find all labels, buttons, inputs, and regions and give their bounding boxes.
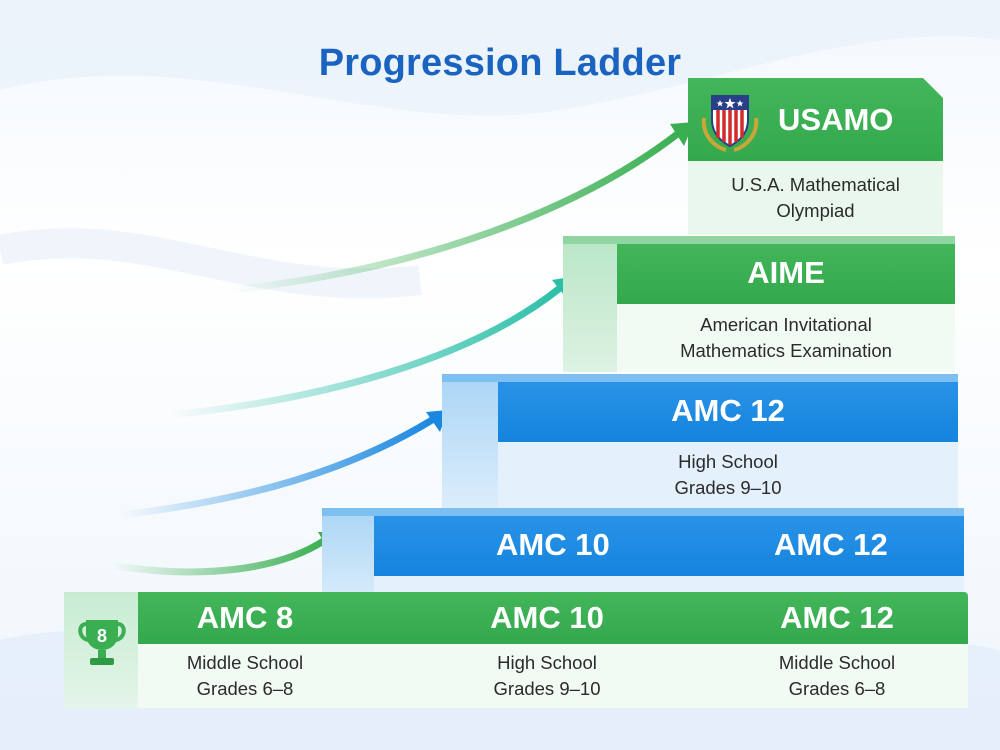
page-title: Progression Ladder	[318, 42, 682, 84]
row2-side-face	[322, 508, 374, 598]
base-cell-amc12: AMC 12 Middle School Grades 6–8	[734, 592, 940, 708]
row2-header: AMC 10 AMC 12	[374, 514, 964, 576]
amc12-base-desc-line1: Middle School	[778, 652, 896, 673]
amc8-desc-line2: Grades 6–8	[196, 678, 294, 699]
tier-usamo: USAMO U.S.A. Mathematical Olympiad	[688, 78, 943, 235]
tier-aime: AIME American Invitational Mathematics E…	[563, 236, 955, 372]
amc12-top-face	[442, 374, 958, 382]
trophy-icon: 8	[74, 612, 130, 668]
amc10-desc-line1: High School	[497, 652, 597, 673]
aime-desc-line1: American Invitational	[700, 314, 872, 335]
usamo-header: USAMO	[688, 78, 943, 161]
tier-amc10-amc12: AMC 10 AMC 12	[322, 508, 964, 598]
amc10-desc-line2: Grades 9–10	[493, 678, 601, 699]
aime-desc-line2: Mathematics Examination	[680, 340, 892, 361]
shield-icon	[700, 88, 760, 154]
base-cell-amc8: AMC 8 Middle School Grades 6–8	[138, 592, 352, 708]
row2-top-face	[322, 508, 964, 516]
amc12-description: High School Grades 9–10	[498, 442, 958, 508]
arrow-icon	[116, 410, 448, 519]
amc12-side-face	[442, 374, 498, 508]
row2-col2-title: AMC 12	[774, 527, 888, 562]
amc10-title: AMC 10	[490, 600, 604, 635]
usamo-title: USAMO	[778, 101, 894, 137]
tier-base: 8 AMC 8 Middle School Grades 6–8 AMC 10 …	[64, 592, 968, 708]
aime-description: American Invitational Mathematics Examin…	[617, 304, 955, 372]
usamo-desc-line1: U.S.A. Mathematical	[731, 174, 900, 195]
trophy-number: 8	[97, 626, 107, 646]
base-cell-amc10: AMC 10 High School Grades 9–10	[444, 592, 650, 708]
amc12-header: AMC 12	[498, 380, 958, 442]
aime-header: AIME	[617, 242, 955, 304]
amc12-base-desc-line2: Grades 6–8	[788, 678, 886, 699]
usamo-desc-line2: Olympiad	[776, 200, 855, 221]
amc8-title: AMC 8	[196, 600, 294, 635]
aime-side-face	[563, 236, 617, 372]
amc8-desc-line1: Middle School	[186, 652, 304, 673]
base-body	[138, 644, 968, 708]
amc12-base-title: AMC 12	[780, 600, 894, 635]
aime-title: AIME	[747, 255, 825, 290]
amc12-title: AMC 12	[671, 393, 785, 428]
tier-amc12: AMC 12 High School Grades 9–10	[442, 374, 958, 508]
arrow-icon	[106, 532, 338, 576]
amc12-desc-line2: Grades 9–10	[674, 477, 782, 498]
amc12-desc-line1: High School	[678, 451, 778, 472]
aime-top-face	[563, 236, 955, 244]
row2-col1-title: AMC 10	[496, 527, 610, 562]
base-header	[138, 592, 968, 644]
usamo-description: U.S.A. Mathematical Olympiad	[688, 161, 943, 235]
